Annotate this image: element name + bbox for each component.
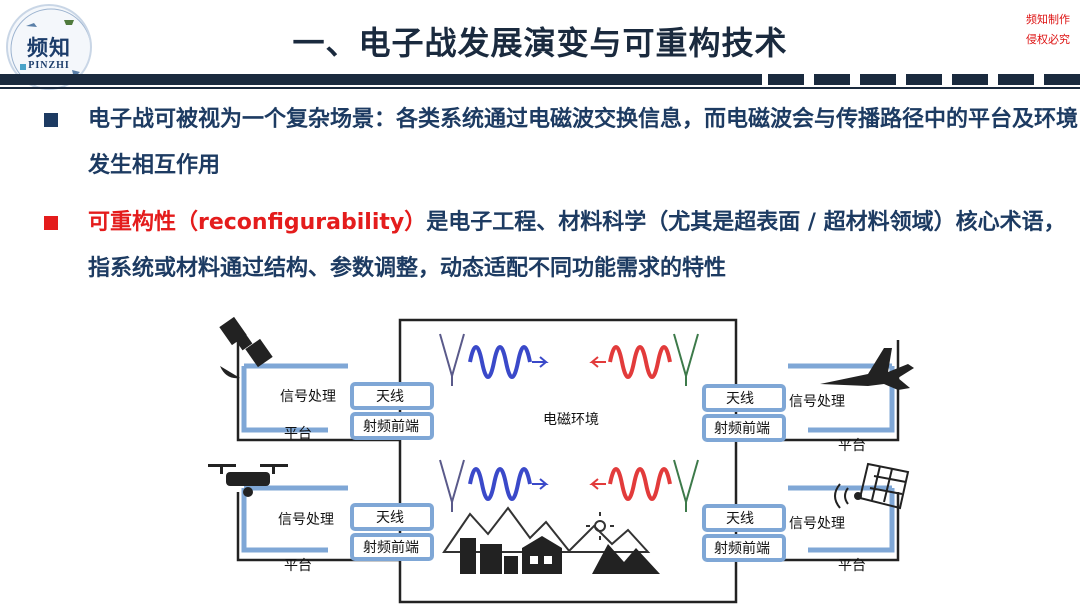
antenna-left-top-icon (439, 333, 465, 386)
wave-blue-bottom (468, 467, 532, 501)
logo-subtext: PINZHI (28, 60, 70, 71)
rf-frontend-label: 射频前端 (363, 539, 419, 556)
watermark-line-2: 侵权必究 (1026, 33, 1070, 46)
environment-label: 电磁环境 (543, 412, 599, 428)
header-band (0, 74, 762, 85)
highlight-term: 可重构性（reconfigurability） (88, 210, 427, 235)
phased-array-panel-icon (834, 462, 910, 510)
page-title: 一、电子战发展演变与可重构技术 (292, 24, 788, 62)
platform-bottom-right: 信号处理 平台 天线 射频前端 (702, 462, 910, 574)
rf-frontend-label: 射频前端 (363, 418, 419, 435)
antenna-label: 天线 (726, 511, 754, 527)
signal-processing-label: 信号处理 (278, 512, 334, 528)
platform-label: 平台 (284, 426, 312, 442)
rf-frontend-label: 射频前端 (714, 420, 770, 437)
bullet-square-icon (44, 113, 58, 127)
signal-processing-label: 信号处理 (789, 394, 845, 410)
bullet-text: 可重构性（reconfigurability）是电子工程、材料科学（尤其是超表面… (88, 200, 1078, 292)
fighter-jet-icon (820, 348, 914, 390)
drone-icon (208, 464, 288, 497)
wave-blue-top (468, 345, 532, 379)
arrow-left-icon (589, 478, 606, 490)
bullet-text: 电子战可被视为一个复杂场景：各类系统通过电磁波交换信息，而电磁波会与传播路径中的… (88, 107, 1079, 178)
rf-frontend-label: 射频前端 (714, 540, 770, 557)
terrain-scene-icon (442, 506, 660, 574)
header-band-dashes (768, 74, 1080, 85)
antenna-label: 天线 (376, 389, 404, 405)
satellite-icon (219, 316, 273, 379)
bullet-square-red-icon (44, 216, 58, 230)
platform-label: 平台 (838, 558, 866, 574)
antenna-left-bottom-icon (439, 459, 465, 512)
bullet-item-ew-scene: 电子战可被视为一个复杂场景：各类系统通过电磁波交换信息，而电磁波会与传播路径中的… (44, 97, 1078, 189)
platform-label: 平台 (284, 558, 312, 574)
antenna-label: 天线 (376, 510, 404, 526)
watermark-line-1: 频知制作 (1026, 13, 1070, 26)
arrow-right-icon (532, 356, 549, 368)
arrow-right-icon (532, 478, 549, 490)
signal-processing-label: 信号处理 (789, 516, 845, 532)
platform-bottom-left: 信号处理 平台 天线 射频前端 (208, 464, 434, 574)
header-underline (0, 87, 1080, 89)
environment-frame (398, 318, 738, 604)
bullet-text-rest: 是电子工程、材料科学（尤其是超表面 / 超材料领域）核心术语，指系统或材料通过结… (88, 210, 1066, 281)
wave-red-bottom (608, 467, 672, 501)
ew-scenario-diagram: 电磁环境 信号处理 平台 天线 射频前端 信号处理 平台 (208, 316, 914, 604)
logo-text: 频知 (27, 35, 71, 60)
bullet-item-reconfigurability: 可重构性（reconfigurability）是电子工程、材料科学（尤其是超表面… (44, 200, 1074, 292)
antenna-right-bottom-icon (673, 459, 699, 512)
platform-top-right: 信号处理 平台 天线 射频前端 (702, 340, 914, 454)
arrow-left-icon (589, 356, 606, 368)
platform-top-left: 信号处理 平台 天线 射频前端 (219, 316, 434, 442)
copyright-watermark: 频知制作 侵权必究 (1026, 10, 1070, 50)
signal-processing-label: 信号处理 (280, 389, 336, 405)
antenna-right-top-icon (673, 333, 699, 386)
antenna-label: 天线 (726, 391, 754, 407)
wave-red-top (608, 345, 672, 379)
platform-label: 平台 (838, 438, 866, 454)
